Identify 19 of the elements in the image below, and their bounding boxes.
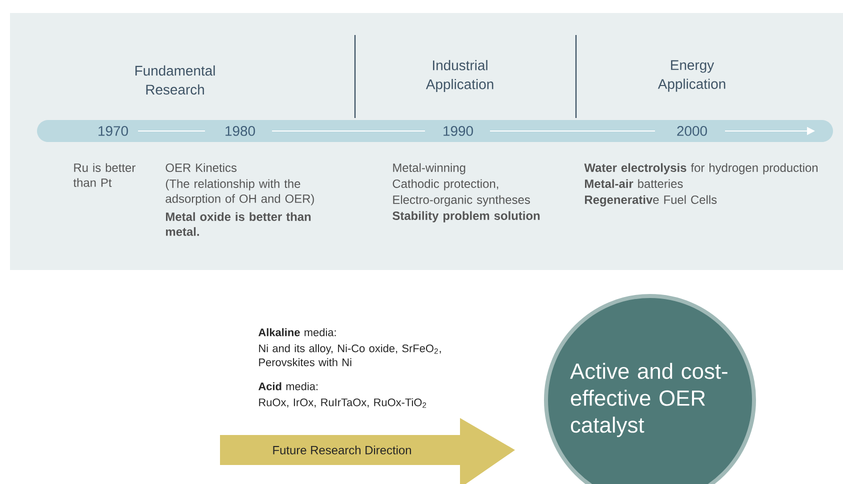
section-heading: Fundamental Research xyxy=(135,65,215,95)
description-text: Water electrolysis for hydrogen production xyxy=(584,163,818,174)
section-heading: Industrial Application xyxy=(426,60,494,92)
description-text: Ru is better than Pt xyxy=(73,163,136,187)
description-text: Ni and its alloy, Ni-Co oxide, SrFeO$_{2}$, Perovskites with Ni xyxy=(259,344,441,366)
description-text: Acid media: xyxy=(258,382,318,390)
section-heading: Energy Application xyxy=(658,60,726,92)
timeline-band: 1970 1980 1990 2000 xyxy=(37,120,833,142)
description-text: RuOx, IrOx, RuIrTaOx, RuOx-TiO$_{2}$ xyxy=(259,398,426,408)
description-text: (The relationship with the adsorption of OH and OER) xyxy=(166,179,314,206)
description-text: Regenerative Fuel Cells xyxy=(585,195,717,206)
description-text: Cathodic protection, xyxy=(392,179,498,190)
description-text: OER Kinetics xyxy=(166,163,237,172)
description-text: Electro-organic syntheses xyxy=(393,195,530,206)
description-text: Metal oxide is better than metal. xyxy=(166,212,311,236)
description-text: Metal-winning xyxy=(393,163,466,174)
description-text: Stability problem solution xyxy=(392,211,540,222)
description-text: Alkaline media: xyxy=(258,328,336,336)
description-text: Metal-air batteries xyxy=(585,179,683,188)
